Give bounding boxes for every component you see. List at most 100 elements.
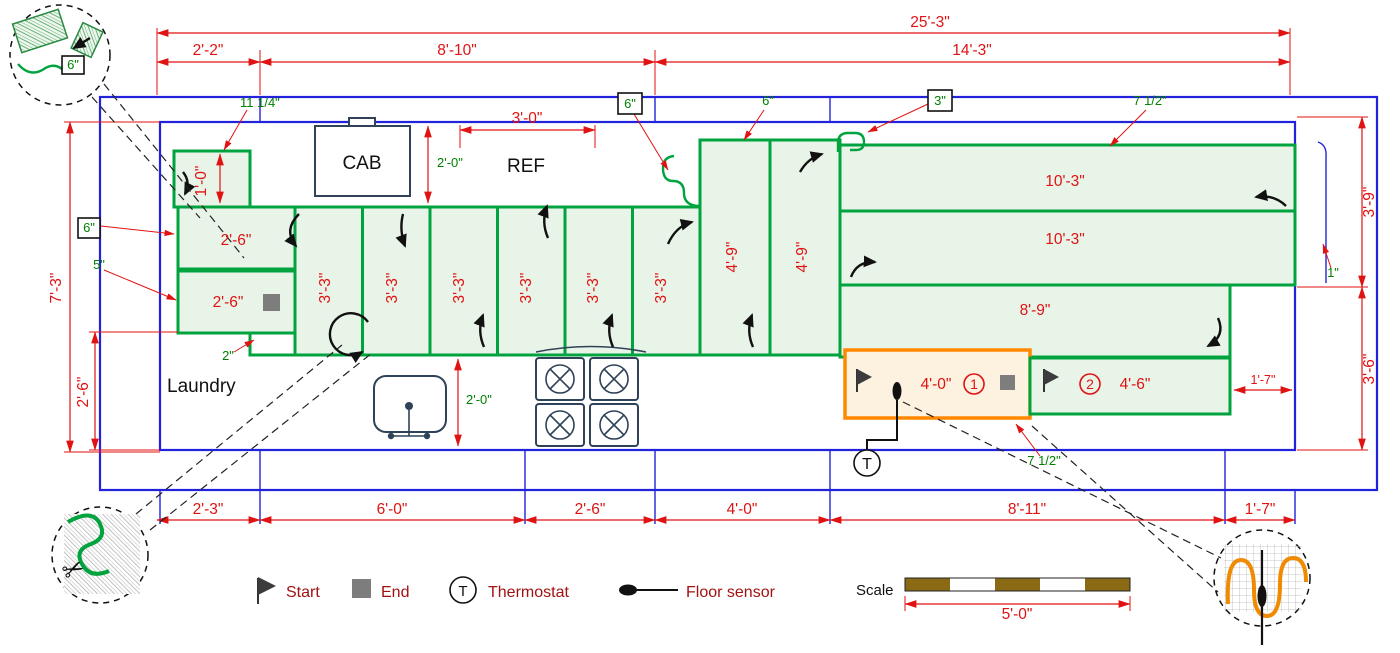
dim-scale: 5'-0" <box>1002 606 1033 623</box>
dim-right-3: 8'-9" <box>1020 302 1051 319</box>
end-marker <box>1000 375 1015 390</box>
thermostat: T <box>853 449 881 477</box>
door-window <box>1317 141 1327 283</box>
dim-left-total: 7'-3" <box>48 273 65 304</box>
note-five: 5" <box>93 257 105 272</box>
cable-loop-icon <box>661 154 701 208</box>
legend-thermostat-label: Thermostat <box>488 584 569 601</box>
cabinet-label: CAB <box>342 153 381 174</box>
sink <box>373 375 447 440</box>
start-flag <box>1043 369 1059 392</box>
svg-text:T: T <box>458 583 467 600</box>
dim-zone-2: 4'-6" <box>1120 376 1151 393</box>
mat-strip-5 <box>563 205 634 357</box>
detail-mat-cutting: ✂ <box>51 506 149 604</box>
dim-mat-left-upper: 2'-6" <box>221 232 252 249</box>
mat-tall-2 <box>768 138 842 357</box>
start-flag-icon <box>258 577 276 595</box>
mat-strip-6 <box>631 205 702 357</box>
dim-strip-3: 3'-3" <box>451 273 468 304</box>
note-two-feet-sink: 2'-0" <box>466 392 492 407</box>
mat-right-1 <box>838 143 1297 213</box>
legend-end: End <box>352 579 409 601</box>
dim-strip-1: 3'-3" <box>317 273 334 304</box>
svg-text:1: 1 <box>970 376 978 392</box>
floor-sensor <box>892 382 902 400</box>
mat-strip-3 <box>428 205 499 357</box>
mat-right-3 <box>838 283 1232 359</box>
dim-strip-5: 3'-3" <box>585 273 602 304</box>
scale-bar: Scale <box>856 577 1131 599</box>
dim-top-left: 2'-2" <box>193 42 224 59</box>
dim-tall-2: 4'-9" <box>794 242 811 273</box>
svg-text:2: 2 <box>1086 376 1094 392</box>
mat-strip-4 <box>496 205 567 357</box>
note-two: 2" <box>222 348 234 363</box>
dim-bottom-1: 2'-3" <box>193 501 224 518</box>
legend: Start End T Thermostat Floor sensor Scal… <box>257 576 1131 604</box>
legend-floor-sensor: Floor sensor <box>619 584 776 601</box>
legend-end-label: End <box>381 584 409 601</box>
note-six-left: 6" <box>83 220 95 235</box>
dim-right-lower: 3'-6" <box>1361 354 1378 385</box>
mat-right-2 <box>838 209 1297 287</box>
detail-mat-end: 6" <box>9 4 111 106</box>
dim-bottom-5: 8'-11" <box>1008 501 1046 518</box>
legend-thermostat: T Thermostat <box>449 576 569 604</box>
floor-sensor-icon <box>619 584 637 596</box>
laundry-label: Laundry <box>167 376 236 397</box>
cabinet-handle <box>348 117 376 127</box>
appliances <box>314 117 647 447</box>
start-flag <box>856 369 872 392</box>
cable-loop-icon <box>836 131 866 152</box>
dim-strip-4: 3'-3" <box>518 273 535 304</box>
cabinet <box>314 117 411 197</box>
dimension-labels: 25'-3" 2'-2" 8'-10" 14'-3" 3'-0" 7'-3" 2… <box>48 14 1378 623</box>
mat-strip-2 <box>361 205 432 357</box>
end-marker <box>263 294 280 311</box>
dim-overall-top: 25'-3" <box>910 14 949 31</box>
thermostat-symbol: T <box>862 456 872 473</box>
dim-tall-1: 4'-9" <box>724 242 741 273</box>
dimension-lines <box>64 28 1368 611</box>
mat-strip-1 <box>293 205 364 357</box>
detail-six-note: 6" <box>67 57 79 72</box>
dim-bottom-3: 2'-6" <box>575 501 606 518</box>
flow-arrows <box>182 151 1287 363</box>
mat-step <box>248 333 295 357</box>
note-six-top: 6" <box>624 96 636 111</box>
room-labels: CAB REF Laundry <box>167 153 545 397</box>
thermostat-icon <box>449 576 477 604</box>
zone-2-badge: 2 <box>1079 373 1101 395</box>
zone-markers: T 1 2 <box>263 294 1101 477</box>
annotation-notes: 11 1/4" 6" 6" 6" 3" 7 1/2" 2'-0" 5" 2" 2… <box>77 89 1339 468</box>
dim-right-inset: 1'-7" <box>1251 373 1276 387</box>
dim-top-mid: 8'-10" <box>437 42 476 59</box>
dim-right-2: 10'-3" <box>1045 231 1084 248</box>
dim-right-upper: 3'-9" <box>1361 187 1378 218</box>
dim-top-right: 14'-3" <box>952 42 991 59</box>
dim-strip-6: 3'-3" <box>653 273 670 304</box>
outer-wall <box>98 95 1379 492</box>
dim-left-lower: 2'-6" <box>75 377 92 408</box>
heating-mats <box>172 131 1297 420</box>
zone-1-highlight <box>843 348 1032 420</box>
end-square-icon <box>352 579 371 598</box>
dim-mat-left-lower: 2'-6" <box>213 294 244 311</box>
note-one: 1" <box>1327 265 1339 280</box>
note-seven-half-bottom: 7 1/2" <box>1027 453 1061 468</box>
scale-label: Scale <box>856 582 894 599</box>
note-three: 3" <box>934 93 946 108</box>
floor-sensor-detail <box>1257 585 1267 607</box>
stove <box>535 345 647 447</box>
dim-right-1: 10'-3" <box>1045 173 1084 190</box>
detail-callouts: 6" ✂ <box>9 4 1311 645</box>
dim-strip-2: 3'-3" <box>384 273 401 304</box>
mat-tall-1 <box>698 138 772 357</box>
sensor-serpentine <box>1225 555 1308 619</box>
refrigerator-label: REF <box>507 156 545 177</box>
mat-entry <box>172 149 252 209</box>
mat-zone-2 <box>1028 356 1232 416</box>
dim-zone-1: 4'-0" <box>921 376 952 393</box>
